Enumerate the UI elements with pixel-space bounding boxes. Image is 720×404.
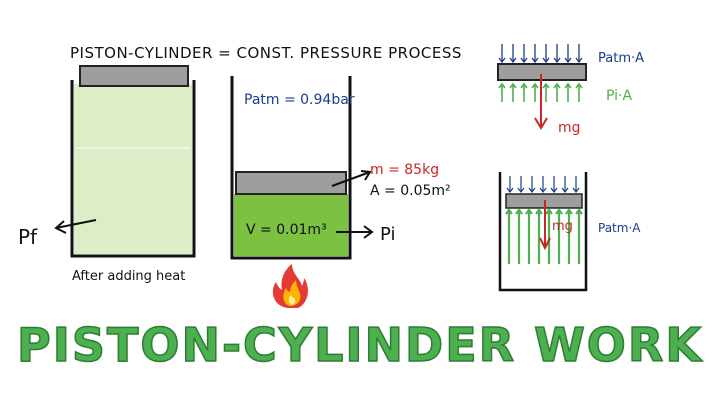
up-force-arrow-head xyxy=(531,82,539,89)
up-force-arrow-head xyxy=(575,208,583,215)
header-title: PISTON-CYLINDER = CONST. PRESSURE PROCES… xyxy=(70,44,462,62)
pf-arrow xyxy=(54,219,97,234)
gas-force-arrows xyxy=(505,208,583,264)
pi-label: Pi xyxy=(380,224,395,245)
up-force-arrow-head xyxy=(498,82,506,89)
down-force-arrow-head xyxy=(553,57,561,64)
down-force-arrow-head xyxy=(561,187,569,193)
down-force-arrow-head xyxy=(531,57,539,64)
force-mg-label: mg xyxy=(552,219,573,234)
initial-cylinder xyxy=(230,76,352,260)
fbd-bottom-forces xyxy=(498,82,583,102)
down-force-arrow-head xyxy=(542,57,550,64)
up-force-arrow-head xyxy=(565,208,573,215)
up-force-arrow-head xyxy=(575,82,583,89)
up-force-arrow-head xyxy=(545,208,553,215)
up-force-arrow-head xyxy=(505,208,513,215)
footer-title: PISTON-CYLINDER WORK xyxy=(16,317,703,373)
up-force-arrow-head xyxy=(525,208,533,215)
patm-value: Patm = 0.94bar xyxy=(244,92,355,108)
down-force-arrow-head xyxy=(520,57,528,64)
down-force-arrow-head xyxy=(572,187,580,193)
pf-label: Pf xyxy=(18,225,38,249)
down-force-arrow-head xyxy=(517,187,525,193)
pi-arrow xyxy=(336,225,374,239)
up-force-arrow-head xyxy=(542,82,550,89)
force-patm-label: Patm·A xyxy=(598,221,641,235)
fire-icon xyxy=(272,264,308,308)
fbd-patm-label: Patm·A xyxy=(598,51,644,66)
atm-force-arrows xyxy=(506,176,580,193)
up-force-arrow-head xyxy=(515,208,523,215)
down-force-arrow-head xyxy=(550,187,558,193)
force-cylinder xyxy=(498,172,588,292)
mass-value: m = 85kg xyxy=(370,162,439,178)
fbd-weight-arrow xyxy=(534,74,548,130)
down-force-arrow-head xyxy=(528,187,536,193)
fbd-mg-label: mg xyxy=(558,120,581,136)
up-force-arrow-head xyxy=(564,82,572,89)
down-force-arrow-head xyxy=(509,57,517,64)
up-force-arrow-head xyxy=(520,82,528,89)
after-heat-label: After adding heat xyxy=(72,269,185,284)
piston-top xyxy=(79,65,189,87)
area-value: A = 0.05m² xyxy=(370,183,451,199)
up-force-arrow-head xyxy=(553,82,561,89)
mass-arrow xyxy=(331,170,372,187)
up-force-arrow-head xyxy=(509,82,517,89)
down-force-arrow-head xyxy=(506,187,514,193)
down-force-arrow-head xyxy=(539,187,547,193)
down-force-arrow-head xyxy=(498,57,506,64)
up-force-arrow-head xyxy=(555,208,563,215)
down-force-arrow-head xyxy=(575,57,583,64)
volume-value: V = 0.01m³ xyxy=(246,222,327,238)
piston-middle xyxy=(235,171,347,195)
down-force-arrow-head xyxy=(564,57,572,64)
expanded-cylinder xyxy=(70,65,196,258)
fbd-pi-label: Pi·A xyxy=(606,88,632,104)
fbd-top-forces xyxy=(498,44,583,64)
up-force-arrow-head xyxy=(535,208,543,215)
